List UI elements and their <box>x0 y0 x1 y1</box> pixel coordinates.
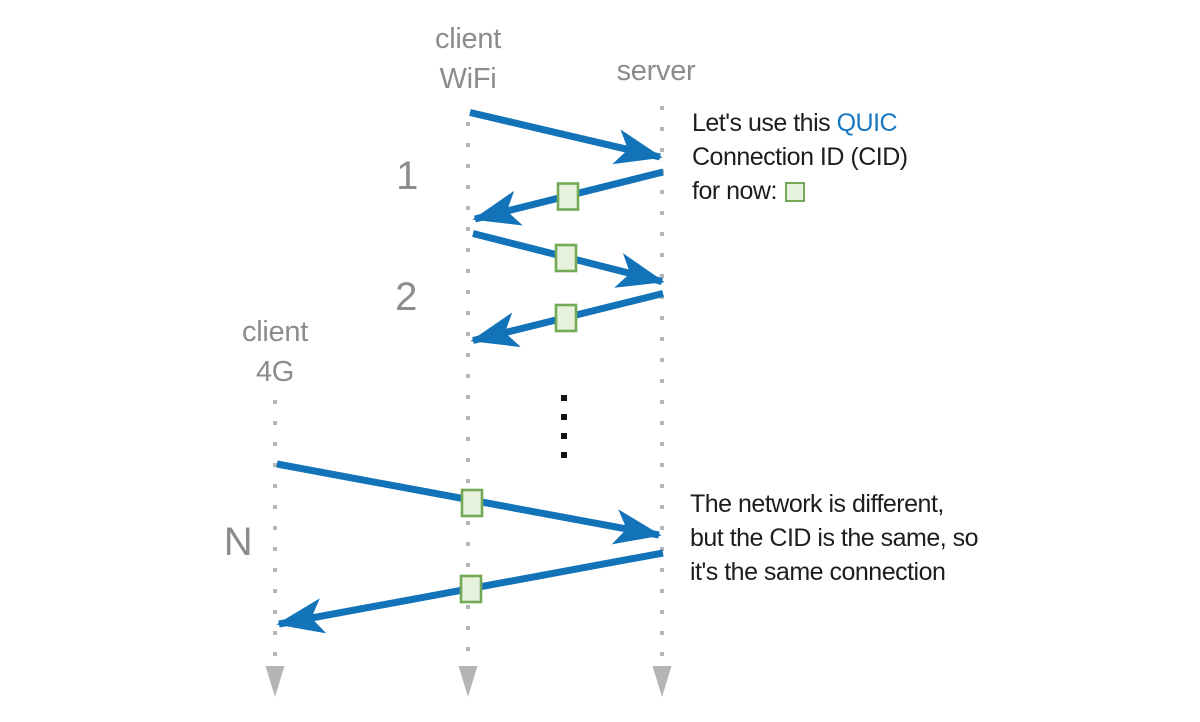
lifeline-end-arrow-server-icon <box>652 666 672 697</box>
lifeline-label-client-wifi: client WiFi <box>435 19 501 99</box>
lifeline-label-client-4g: client 4G <box>242 312 308 392</box>
vertical-ellipsis-dot <box>561 414 567 420</box>
lifeline-end-arrow-wifi-icon <box>458 666 478 697</box>
step-label-1: 1 <box>396 154 418 198</box>
annotation-line: for now: <box>692 174 908 208</box>
vertical-ellipsis-dot <box>561 395 567 401</box>
cid-marker <box>556 182 580 211</box>
vertical-ellipsis-dot <box>561 433 567 439</box>
lifeline-end-arrow-4g-icon <box>265 666 285 697</box>
cid-marker <box>554 303 578 333</box>
vertical-ellipsis-dot <box>561 452 567 458</box>
annotation-line: The network is different, <box>690 490 944 518</box>
annotation-cid-intro: Let's use this QUIC Connection ID (CID) … <box>692 106 908 208</box>
quic-highlight: QUIC <box>836 109 898 137</box>
lifeline-label-server: server <box>617 51 696 91</box>
step-label-n: N <box>223 520 253 564</box>
annotation-line: Connection ID (CID) <box>692 143 908 171</box>
annotation-text: Let's use this <box>692 109 837 137</box>
lane-label-line: client <box>242 316 308 348</box>
lane-label-line: server <box>616 55 696 87</box>
step-label-2: 2 <box>395 275 417 319</box>
annotation-line: but the CID is the same, so <box>690 524 979 552</box>
cid-marker <box>460 488 484 518</box>
lane-label-line: WiFi <box>439 63 497 95</box>
annotation-line: Let's use this QUIC <box>692 106 908 140</box>
cid-marker-inline <box>784 182 805 202</box>
lane-label-line: client <box>435 23 501 55</box>
annotation-migration: The network is different, but the CID is… <box>690 487 979 589</box>
annotation-line: it's the same connection <box>690 558 946 586</box>
lane-label-line: 4G <box>255 356 295 388</box>
cid-marker <box>459 574 483 604</box>
message-arrow-1-request <box>469 109 663 165</box>
annotation-text: for now: <box>692 177 777 205</box>
cid-marker <box>554 243 578 273</box>
